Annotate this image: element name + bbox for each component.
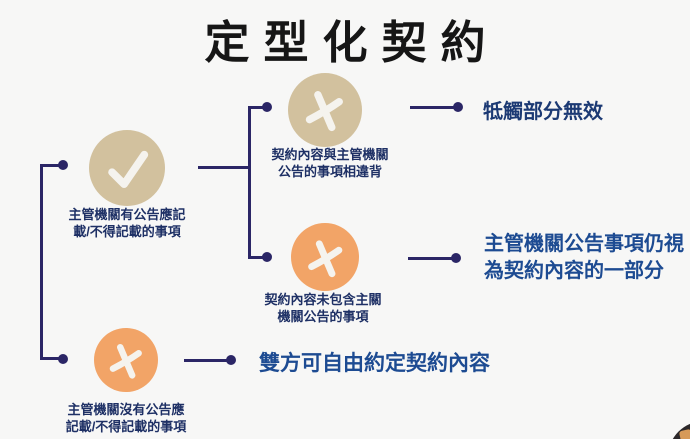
connector-right-bracket-top-stub (248, 106, 265, 109)
connector-right-bracket-bottom-stub (248, 256, 265, 259)
connector-announced-to-branch (198, 166, 251, 169)
x-icon (307, 239, 342, 277)
connector-left-bracket-bottom-stub (40, 357, 60, 360)
result-violates: 牴觸部分無效 (483, 101, 603, 123)
node-not-included-label: 契約內容未包含主關 機關公告的事項 (264, 292, 382, 324)
result-not-announced: 雙方可自由約定契約內容 (259, 352, 490, 375)
connector-not-included-result (408, 257, 453, 260)
result-not-included: 主管機關公告事項仍視 為契約內容的一部分 (484, 233, 684, 282)
connector-dot (262, 252, 272, 262)
connector-right-bracket-vertical (248, 107, 251, 259)
node-violates-label: 契約內容與主管機關 公告的事項相違背 (271, 147, 389, 179)
connector-dot (453, 102, 463, 112)
check-icon (107, 150, 148, 188)
connector-left-bracket-vertical (40, 164, 43, 360)
presenter-face-icon (678, 428, 690, 439)
node-not-announced-circle (94, 328, 158, 392)
node-not-announced-label: 主管機關沒有公告應 記載/不得記載的事項 (65, 402, 187, 434)
x-icon (109, 343, 142, 379)
connector-not-announced-result (184, 359, 228, 362)
connector-violates-result (410, 106, 455, 109)
connector-dot (226, 355, 236, 365)
node-announced-circle (89, 130, 165, 206)
connector-dot (262, 102, 272, 112)
node-announced-label: 主管機關有公告應記 載/不得記載的事項 (68, 207, 186, 239)
node-not-included-circle (291, 223, 359, 291)
x-icon (306, 91, 344, 132)
presenter-avatar (668, 421, 690, 439)
connector-dot (58, 354, 68, 364)
connector-left-bracket-top-stub (40, 164, 60, 167)
connector-dot (451, 253, 461, 263)
node-violates-circle (288, 73, 362, 147)
connector-dot (58, 160, 68, 170)
page-title: 定型化契約 (204, 17, 500, 68)
